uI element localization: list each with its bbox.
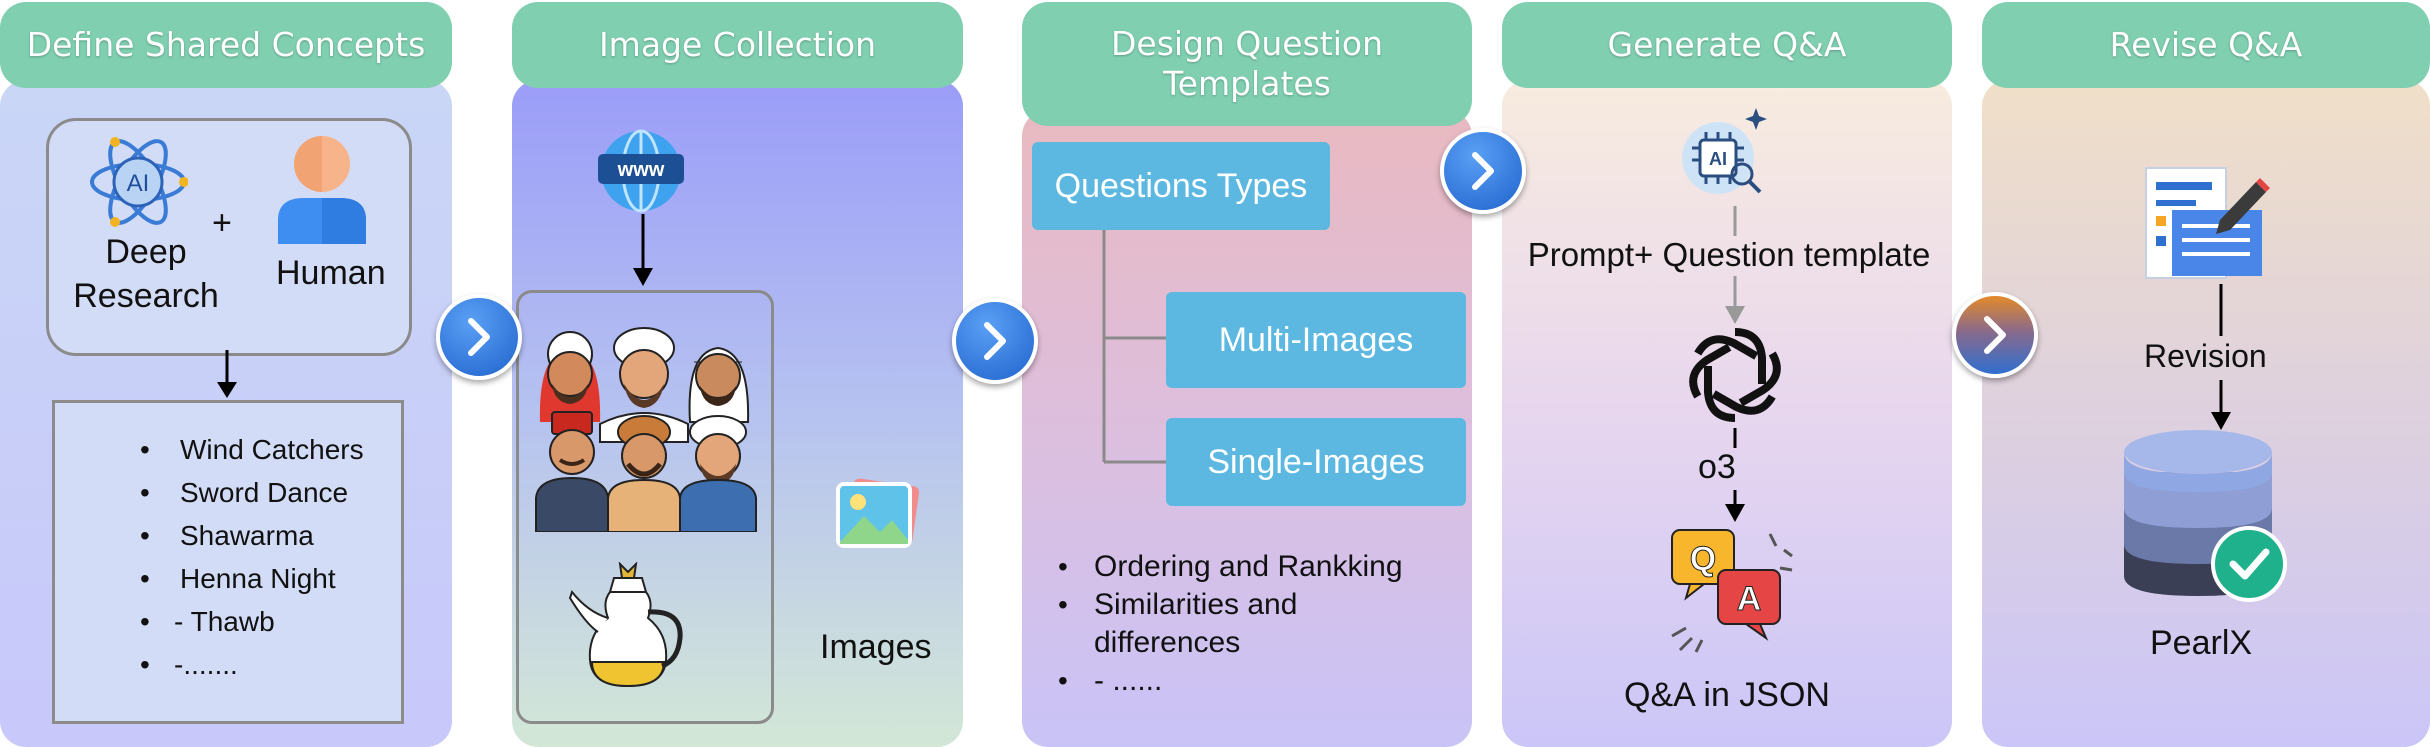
images-icon — [832, 476, 922, 556]
down-arrow — [212, 350, 242, 400]
next-stage-arrow-3 — [1440, 128, 1526, 214]
prompt-label: Prompt+ Question template — [1527, 236, 1931, 273]
qa-bubbles-icon: Q A — [1670, 526, 1794, 654]
template-examples-list: Ordering and Rankking Similarities and d… — [1052, 548, 1462, 700]
ai-chip-label: AI — [1709, 149, 1727, 169]
dataset-label: PearlX — [2150, 624, 2253, 662]
stage-title: Design Question Templates — [1022, 2, 1472, 126]
stage-title: Define Shared Concepts — [0, 2, 452, 88]
list-item: -....... — [134, 649, 364, 692]
document-edit-icon — [2142, 160, 2270, 284]
plus-sign: + — [212, 204, 232, 242]
output-label: Q&A in JSON — [1624, 676, 1830, 714]
next-stage-arrow-4 — [1952, 292, 2038, 378]
q-label: Q — [1690, 540, 1716, 578]
www-label: www — [617, 159, 665, 181]
chevron-right-icon — [468, 318, 490, 356]
database-icon — [2118, 426, 2298, 606]
list-item: - ...... — [1052, 662, 1462, 700]
single-images-box: Single-Images — [1166, 418, 1466, 506]
down-arrow — [1720, 206, 1750, 236]
multi-images-box: Multi-Images — [1166, 292, 1466, 388]
www-globe-icon: www — [598, 128, 684, 214]
stage-image-collection: Image Collection www — [512, 0, 963, 747]
human-label: Human — [276, 254, 386, 292]
image-grid-box — [516, 290, 774, 724]
concepts-list: Wind Catchers Sword Dance Shawarma Henna… — [134, 434, 364, 692]
ai-chip-icon: AI — [1678, 104, 1778, 204]
list-item: Similarities and differences — [1052, 586, 1344, 662]
coffee-pot-icon — [568, 561, 688, 690]
revision-label: Revision — [2144, 338, 2267, 374]
list-item: - Thawb — [134, 606, 364, 649]
list-item: Henna Night — [134, 563, 364, 606]
human-icon — [274, 132, 370, 244]
stage-title: Revise Q&A — [1982, 2, 2430, 88]
list-item: Sword Dance — [134, 477, 364, 520]
stage-revise-qa: Revise Q&A Revision Pearl — [1982, 0, 2430, 747]
images-label: Images — [820, 628, 932, 666]
next-stage-arrow-1 — [436, 294, 522, 380]
list-item: Wind Catchers — [134, 434, 364, 477]
ai-globe-label: AI — [127, 170, 150, 197]
question-types-box: Questions Types — [1032, 142, 1330, 230]
stage-title: Generate Q&A — [1502, 2, 1952, 88]
deep-research-label: Deep Research — [73, 233, 219, 315]
next-stage-arrow-2 — [952, 298, 1038, 384]
down-arrow — [628, 214, 658, 288]
stage-title: Image Collection — [512, 2, 963, 88]
chevron-right-icon — [984, 322, 1006, 360]
list-item: Ordering and Rankking — [1052, 548, 1462, 586]
stage-design-question-templates: Design Question Templates Questions Type… — [1022, 0, 1472, 747]
down-arrow — [1720, 276, 1750, 326]
list-item: Shawarma — [134, 520, 364, 563]
people-group-icon — [530, 292, 758, 533]
stage-define-shared-concepts: Define Shared Concepts AI Deep Research … — [0, 0, 452, 747]
stage-generate-qa: Generate Q&A AI Prompt+ Question templat… — [1502, 0, 1952, 747]
a-label: A — [1737, 580, 1762, 618]
openai-logo-icon — [1682, 322, 1788, 428]
chevron-right-icon — [1472, 152, 1494, 190]
down-arrow — [1720, 428, 1750, 524]
down-arrow — [2206, 284, 2236, 432]
chevron-right-icon — [1984, 316, 2006, 354]
model-label: o3 — [1698, 448, 1736, 486]
ai-globe-icon: AI — [88, 132, 189, 232]
